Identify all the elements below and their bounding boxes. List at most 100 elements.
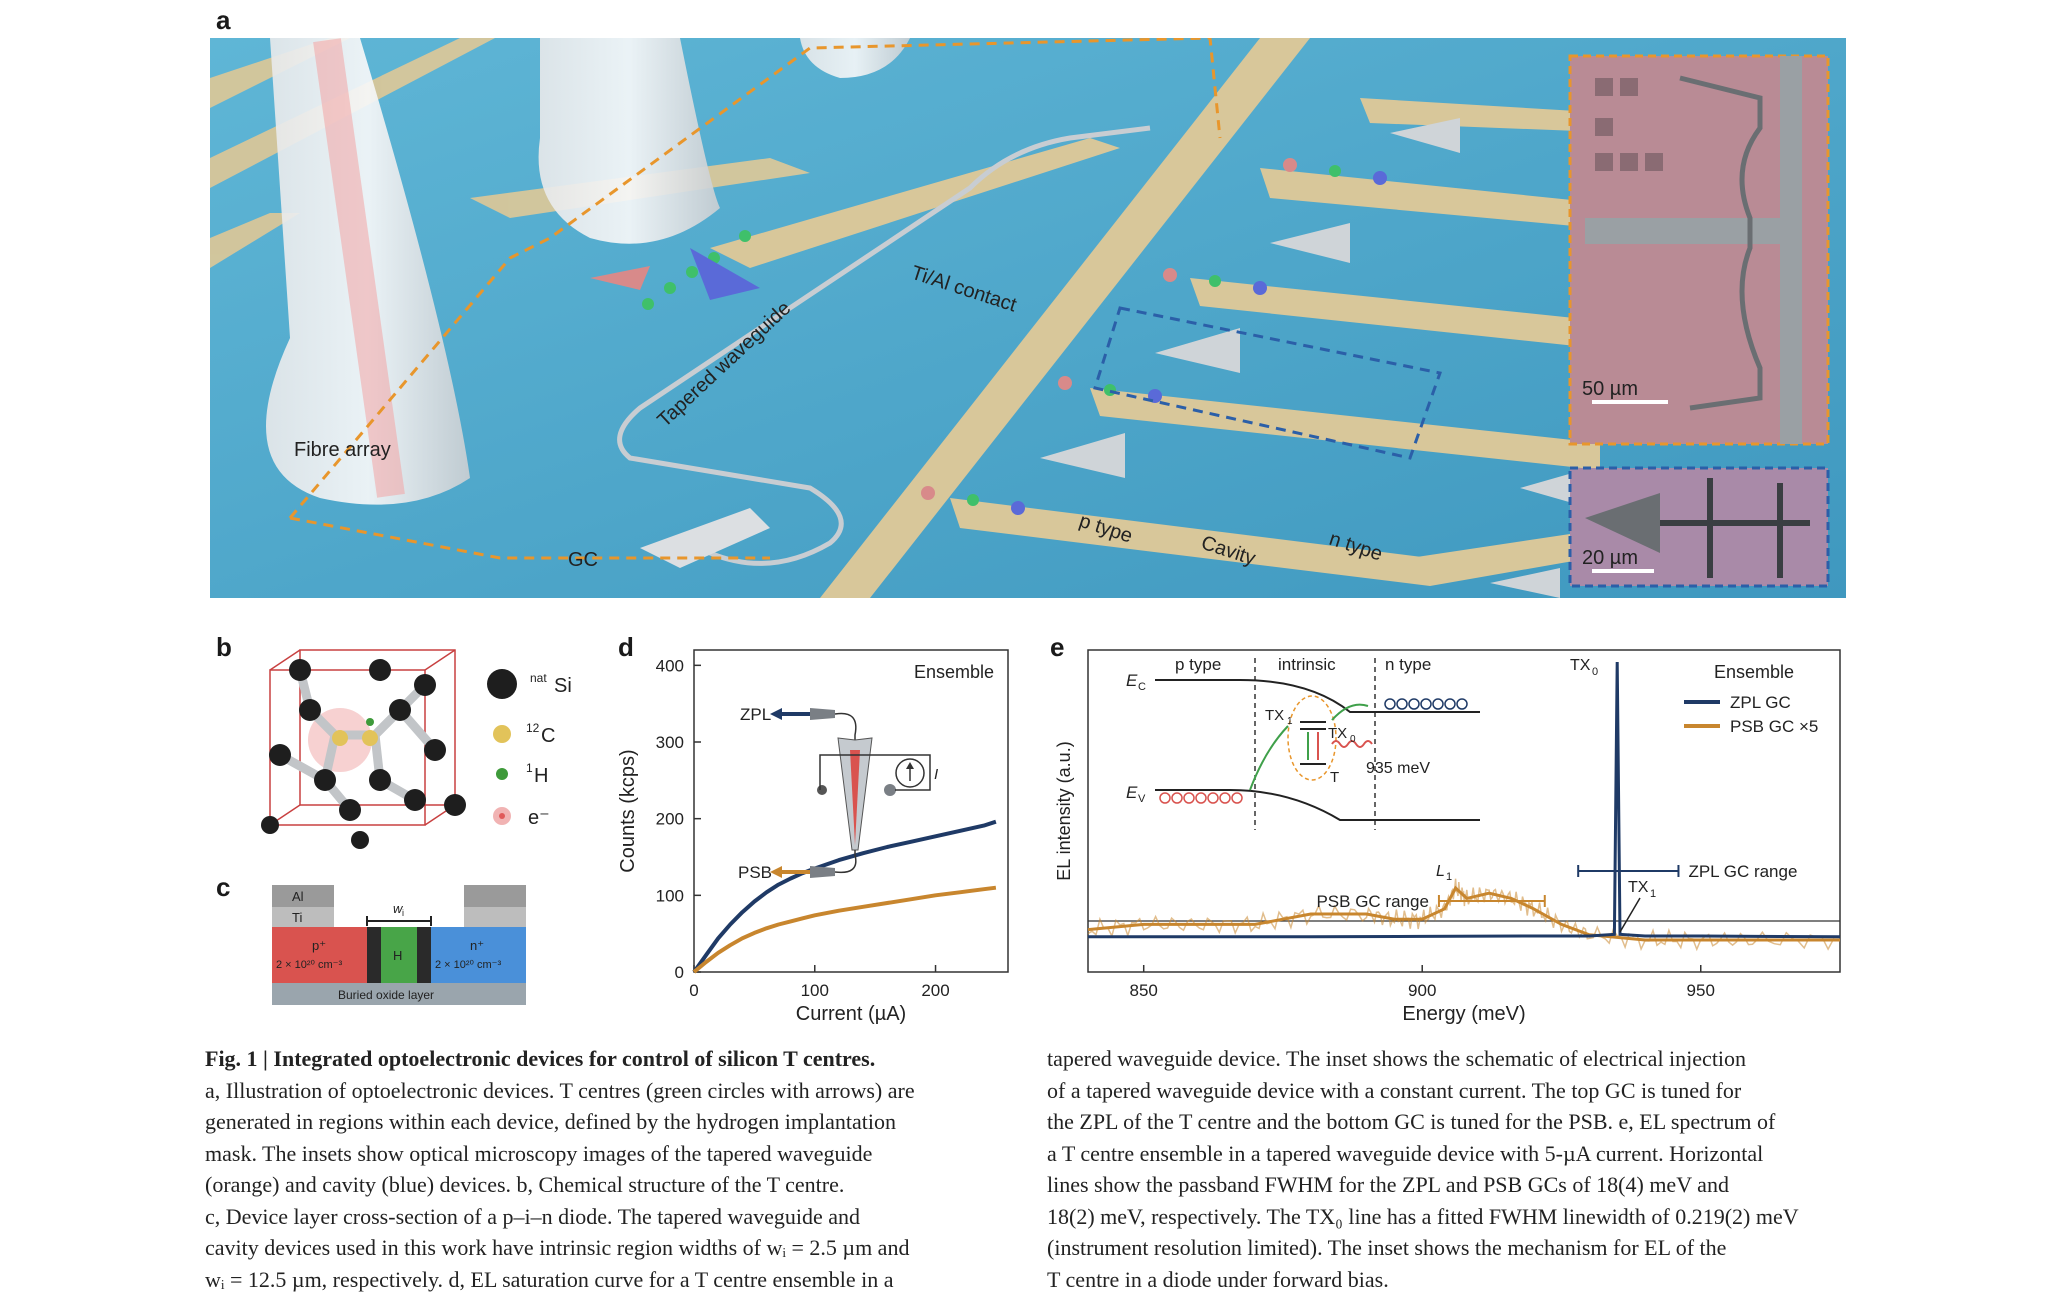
label-gc: GC — [568, 549, 598, 571]
chart-e-legend-title: Ensemble — [1714, 662, 1794, 682]
chart-e-ylabel: EL intensity (a.u.) — [1054, 741, 1074, 880]
chart-d-series-psb — [692, 885, 997, 974]
peak-tx0-sub: 0 — [1592, 666, 1598, 678]
gc-bottom — [640, 508, 770, 568]
peak-l1-sub: 1 — [1446, 871, 1452, 883]
band-diagram: E C E V p type intrinsic n type TX 1 TX … — [1126, 655, 1480, 830]
band-t: T — [1330, 769, 1339, 786]
ev-label: E — [1126, 783, 1138, 802]
legend-c-iso: 12 — [526, 721, 540, 735]
structure-legend: nat Si 12 H C 1 H e⁻ — [487, 669, 572, 829]
electrons — [1384, 698, 1468, 710]
label-fibre-array: Fibre array — [294, 439, 391, 461]
caption-line: T centre in a diode under forward bias. — [1047, 1266, 1389, 1292]
band-tx0-sub: 0 — [1350, 734, 1356, 745]
chart-e-range-label: ZPL GC range — [1688, 862, 1797, 881]
chart-d-ytick-label: 0 — [675, 963, 684, 982]
conduction-band — [1155, 679, 1480, 713]
legend-psb-label: PSB GC ×5 — [1730, 717, 1818, 736]
band-energy: 935 meV — [1366, 760, 1430, 777]
caption-line: a T centre ensemble in a tapered wavegui… — [1047, 1140, 1764, 1166]
ec-sub: C — [1138, 681, 1146, 693]
peak-tx0: TX — [1570, 657, 1591, 674]
h-region — [381, 927, 417, 983]
caption-right: tapered waveguide device. The inset show… — [1047, 1043, 1847, 1295]
caption-line: (orange) and cavity (blue) devices. b, C… — [205, 1172, 845, 1197]
fibre-array — [266, 38, 910, 505]
peak-tx1-sub: 1 — [1650, 888, 1656, 900]
chart-e-xtick-label: 900 — [1408, 981, 1436, 1000]
chart-e-range-label: PSB GC range — [1316, 892, 1428, 911]
p-region — [272, 927, 367, 983]
chart-d-ytick-label: 400 — [656, 656, 684, 675]
n-conc: 2 × 10²⁰ cm⁻³ — [435, 959, 501, 971]
band-n-type: n type — [1385, 655, 1431, 674]
panel-d-letter: d — [618, 632, 634, 662]
caption-line: wᵢ = 12.5 µm, respectively. d, EL satura… — [205, 1266, 894, 1292]
p-conc: 2 × 10²⁰ cm⁻³ — [276, 959, 342, 971]
chart-d-xtick-label: 0 — [689, 981, 698, 1000]
caption-left: Fig. 1 | Integrated optoelectronic devic… — [205, 1043, 1035, 1295]
caption-line: a, Illustration of optoelectronic device… — [205, 1077, 915, 1103]
al-layer — [272, 885, 334, 907]
inset-psb-label: PSB — [738, 863, 772, 882]
panel-b-letter: b — [216, 632, 232, 662]
chart-e-legend: Ensemble ZPL GC PSB GC ×5 — [1684, 662, 1818, 736]
center-contact — [820, 38, 1310, 598]
orange-dash-outline — [288, 38, 1222, 519]
panel-c-letter: c — [216, 872, 231, 902]
h-label: H — [393, 948, 402, 963]
chart-d-xtick-label: 200 — [921, 981, 949, 1000]
buried-oxide-label: Buried oxide layer — [338, 988, 434, 1002]
chart-e-xtick-label: 850 — [1130, 981, 1158, 1000]
peak-l1: L — [1436, 863, 1445, 880]
chart-d-xlabel: Current (µA) — [796, 1003, 906, 1025]
chart-d-ylabel: Counts (kcps) — [617, 749, 639, 872]
valence-band — [1155, 789, 1480, 821]
legend-zpl-label: ZPL GC — [1730, 693, 1791, 712]
band-tx0: TX — [1328, 725, 1347, 742]
peak-tx1: TX — [1628, 879, 1649, 896]
legend-h-el: H — [534, 765, 548, 787]
waveguide — [617, 125, 1151, 566]
caption-line: (instrument resolution limited). The ins… — [1047, 1235, 1727, 1260]
current-symbol: I — [934, 766, 938, 783]
caption-line: 18(2) meV, respectively. The TX₀ line ha… — [1047, 1203, 1799, 1229]
caption-line: mask. The insets show optical microscopy… — [205, 1140, 873, 1166]
caption-line: c, Device layer cross-section of a p–i–n… — [205, 1203, 861, 1229]
chart-d-ytick-label: 200 — [656, 810, 684, 829]
panel-a-illustration: Fibre array GC Tapered waveguide Ti/Al c… — [210, 38, 1846, 598]
panel-b-structure: nat Si 12 H C 1 H e⁻ — [261, 649, 572, 849]
al-label: Al — [292, 889, 304, 904]
wi-sub: i — [402, 908, 404, 918]
photon-wave — [1331, 740, 1373, 748]
chart-d-inset: ZPL I PSB — [738, 705, 938, 882]
band-tx1: TX — [1265, 707, 1284, 724]
ec-label: E — [1126, 671, 1138, 690]
panel-e-letter: e — [1050, 632, 1065, 662]
chart-e-xlabel: Energy (meV) — [1402, 1003, 1525, 1025]
chart-e-series-psb — [1087, 885, 1840, 942]
blue-dash-outline — [1093, 306, 1442, 460]
n-region — [431, 927, 526, 983]
caption-line: tapered waveguide device. The inset show… — [1047, 1046, 1747, 1071]
chart-e-frame — [1087, 649, 1841, 973]
holes — [1159, 792, 1243, 804]
inset-bottom-image — [1568, 466, 1830, 588]
chart-d-legend-title: Ensemble — [914, 662, 994, 682]
legend-si-el: Si — [554, 675, 572, 697]
c-atom — [332, 730, 348, 746]
caption-line: lines show the passband FWHM for the ZPL… — [1047, 1172, 1729, 1197]
inset-top-image — [1568, 54, 1830, 446]
p-label: p⁺ — [312, 938, 326, 953]
caption-line: cavity devices used in this work have in… — [205, 1235, 910, 1260]
inset-top-scale: 50 µm — [1582, 378, 1638, 400]
chart-d-series-zpl — [692, 819, 997, 974]
band-p-type: p type — [1175, 655, 1221, 674]
legend-si-iso: nat — [530, 671, 547, 685]
inset-zpl-label: ZPL — [740, 705, 771, 724]
ev-sub: V — [1138, 793, 1146, 805]
caption-line: Fig. 1 | Integrated optoelectronic devic… — [205, 1046, 876, 1071]
